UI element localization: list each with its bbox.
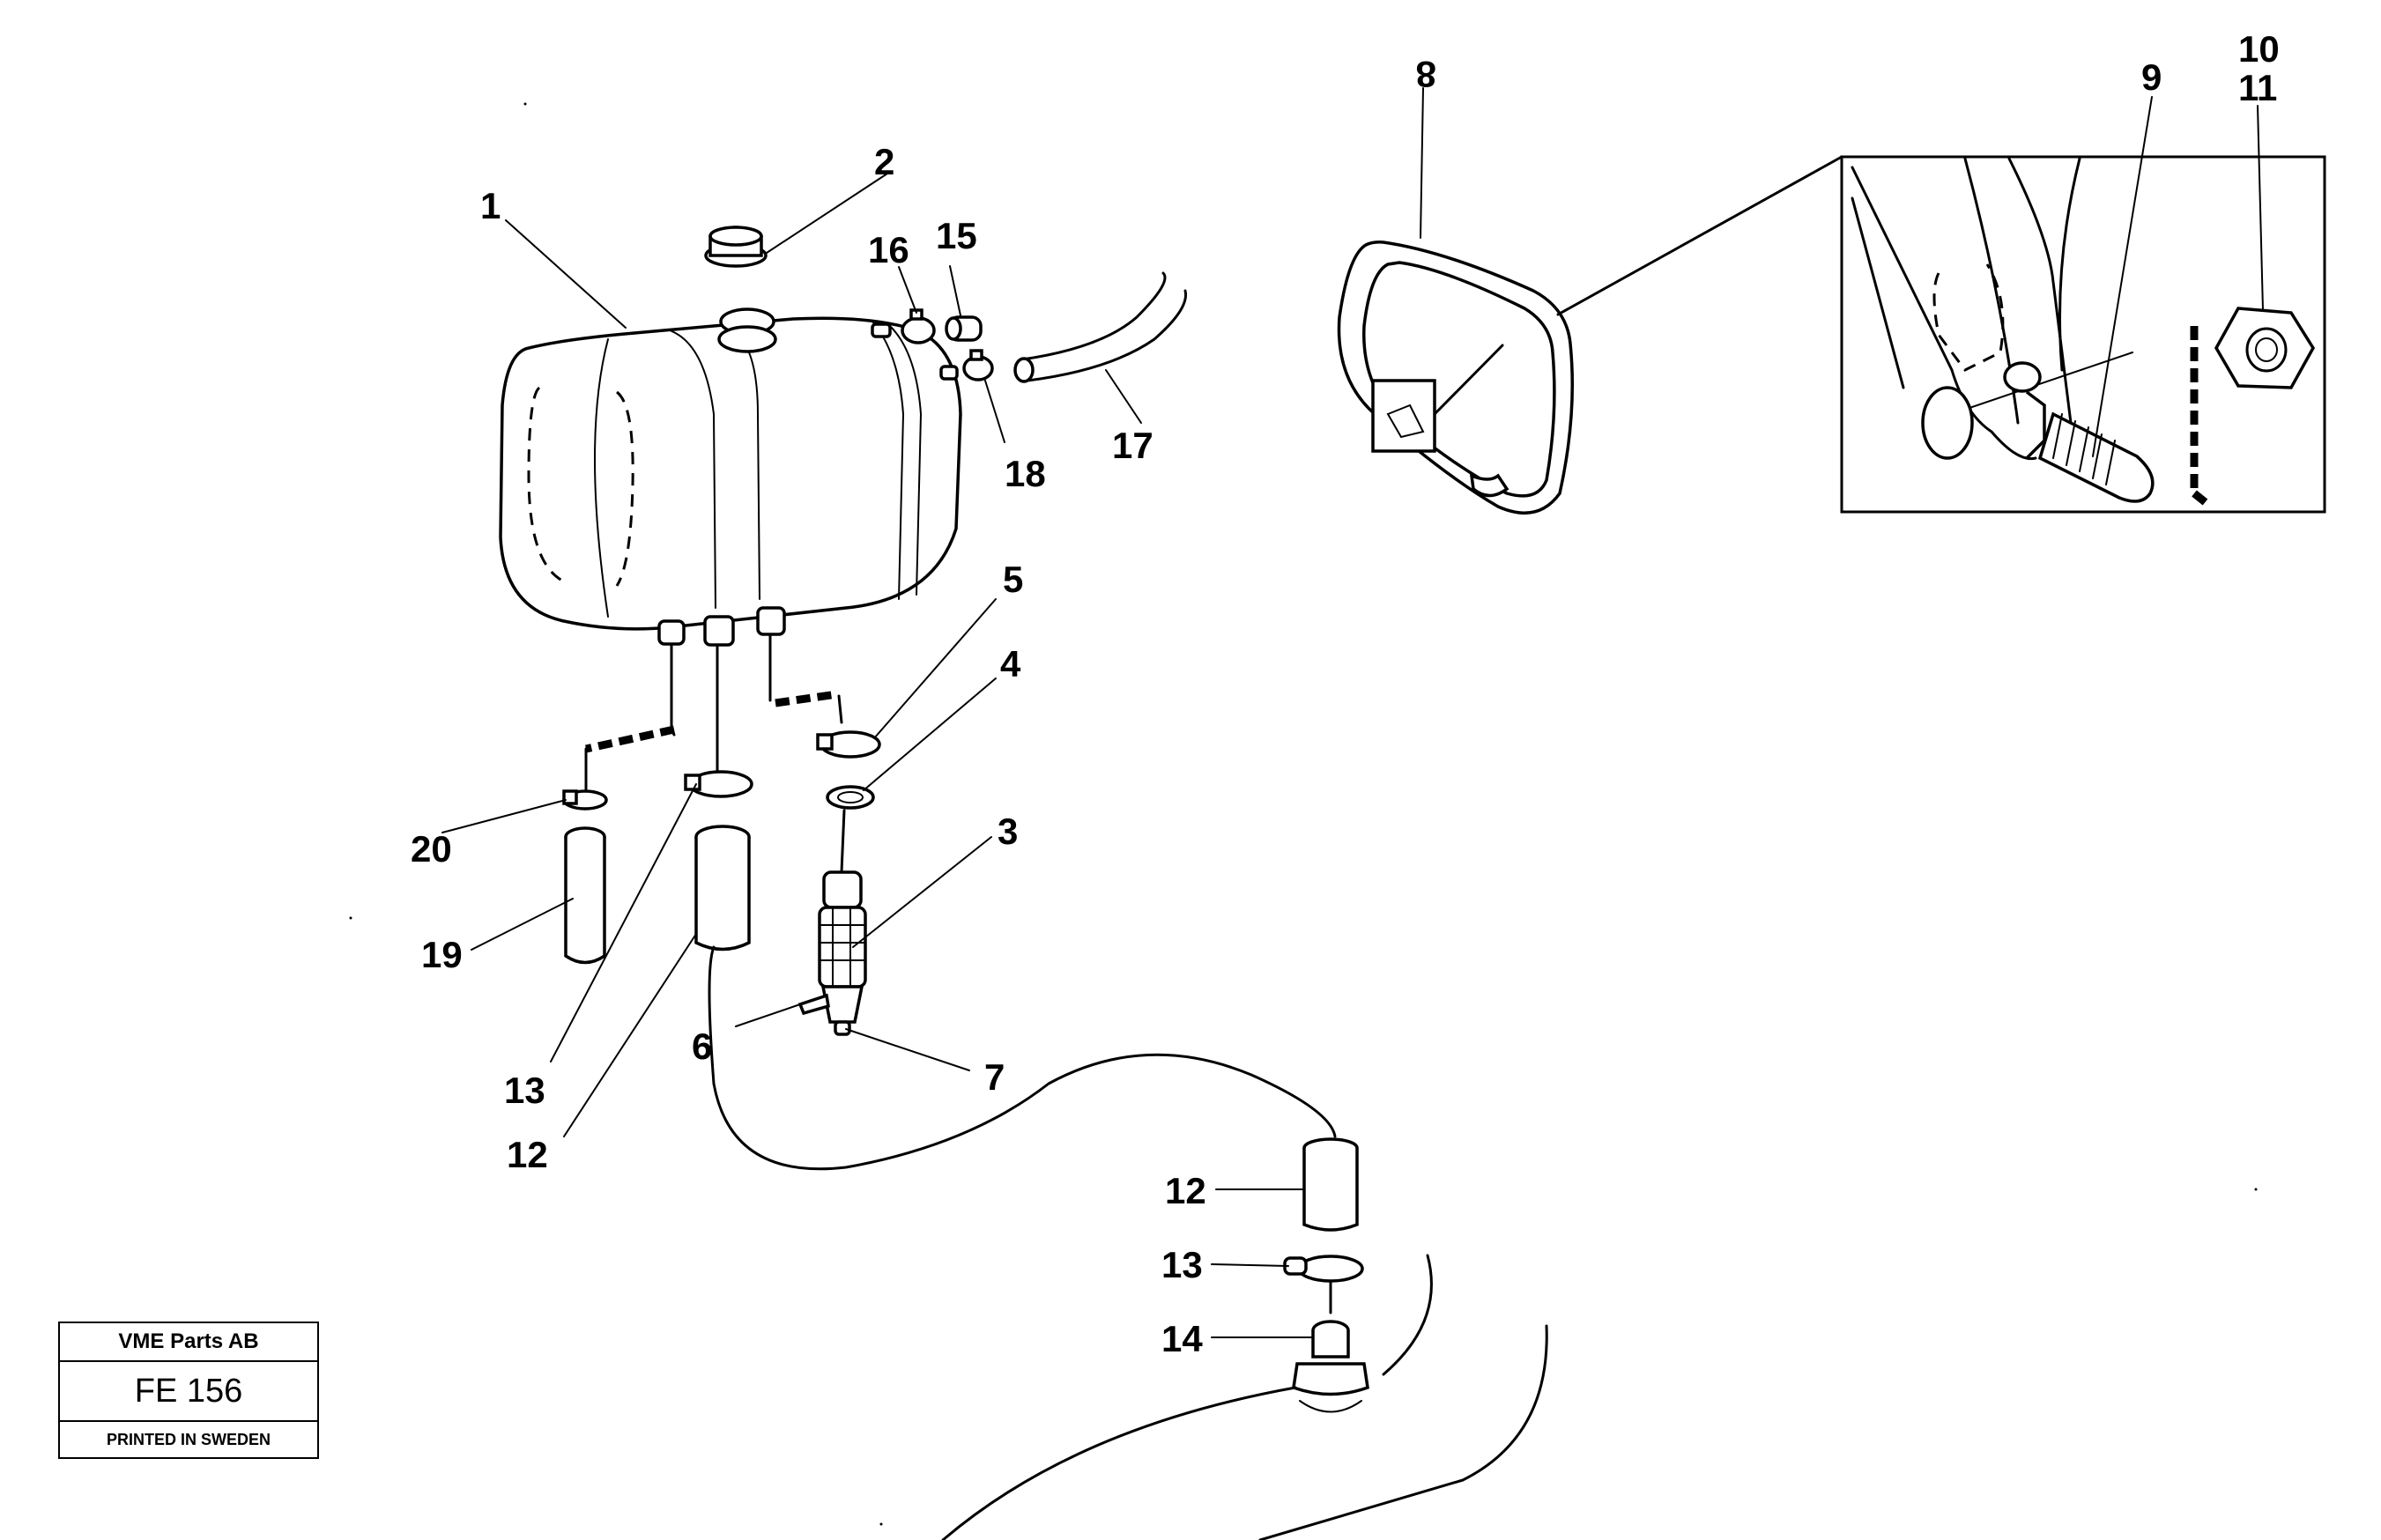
label-13-lower: 13: [1161, 1244, 1203, 1285]
label-7: 7: [984, 1056, 1005, 1098]
part-labels: 1 2 16 15 18 17 5 4 3 6 7 20 19 13 12 12…: [411, 28, 2280, 1359]
label-17: 17: [1112, 425, 1153, 466]
washer-pump-3: [797, 809, 867, 1036]
label-14: 14: [1161, 1318, 1203, 1359]
detail-box: [1840, 155, 2326, 514]
label-15: 15: [936, 215, 977, 256]
label-19: 19: [421, 934, 463, 975]
sleeve-12-upper: [694, 825, 751, 951]
label-18: 18: [1005, 453, 1046, 494]
filler-neck: [717, 307, 777, 353]
clamp-5: [816, 730, 881, 759]
scan-specks: [349, 102, 2258, 1526]
label-13-upper: 13: [504, 1070, 545, 1111]
label-6: 6: [692, 1025, 712, 1067]
label-9: 9: [2141, 56, 2162, 98]
bolt-9: [2037, 411, 2155, 503]
clamp-18: [962, 349, 994, 381]
washer-4: [826, 785, 875, 810]
clamp-20: [562, 789, 608, 811]
nozzle-14: [1292, 1280, 1369, 1413]
label-5: 5: [1003, 559, 1023, 600]
clamp-16: [901, 308, 936, 344]
detail-callout-line: [1556, 155, 1843, 316]
label-20: 20: [411, 828, 452, 870]
cab-panel-outline: [941, 1254, 1548, 1540]
tank-outlets: [657, 606, 786, 647]
washer-hose: [708, 945, 1337, 1171]
leader-lines: [441, 87, 2264, 1338]
stamp-code: FE 156: [60, 1362, 317, 1422]
label-12-lower: 12: [1165, 1170, 1206, 1211]
title-stamp: VME Parts AB FE 156 PRINTED IN SWEDEN: [58, 1322, 319, 1459]
stamp-printed: PRINTED IN SWEDEN: [106, 1431, 271, 1448]
clamp-13-lower: [1283, 1255, 1364, 1283]
label-8: 8: [1416, 54, 1436, 95]
label-2: 2: [874, 141, 894, 182]
label-4: 4: [1000, 643, 1021, 685]
label-11: 11: [2238, 67, 2277, 108]
label-3: 3: [998, 811, 1018, 852]
clamp-13-upper: [684, 770, 753, 798]
label-16: 16: [868, 229, 909, 270]
label-10: 10: [2238, 28, 2280, 70]
tank-side-nipples: [871, 322, 959, 381]
connector-15: [945, 315, 983, 342]
mirror-8: [1337, 241, 1575, 515]
sleeve-19: [564, 826, 606, 965]
sleeve-12-lower: [1302, 1137, 1359, 1232]
nut-10-11: [2214, 307, 2316, 389]
tank-pipes: [584, 633, 843, 795]
label-1: 1: [480, 185, 501, 226]
filler-cap: [704, 226, 768, 268]
reservoir-tank: [499, 316, 962, 631]
hose-17: [1013, 271, 1188, 383]
stamp-company: VME Parts AB: [60, 1323, 317, 1362]
label-12-upper: 12: [507, 1134, 548, 1175]
